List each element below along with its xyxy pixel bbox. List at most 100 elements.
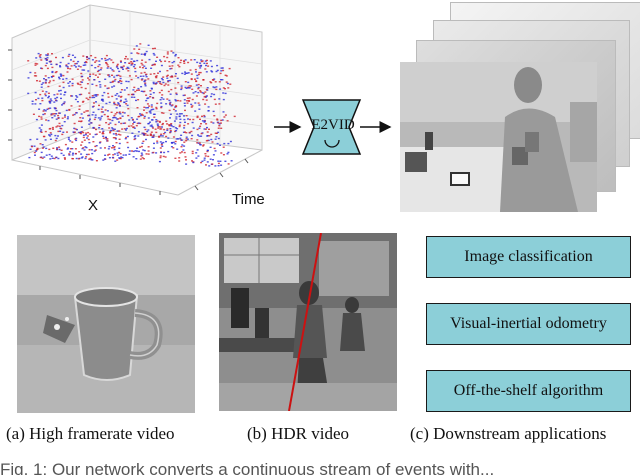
event-point [35, 75, 38, 77]
event-point [68, 154, 71, 156]
event-point [113, 147, 116, 149]
event-point [151, 64, 154, 66]
event-point [163, 55, 166, 58]
event-point [120, 80, 123, 82]
event-point [73, 122, 76, 125]
app-box-image-classification: Image classification [426, 236, 631, 278]
event-point [42, 82, 45, 84]
event-point [70, 105, 73, 107]
event-point [100, 111, 103, 113]
event-point [224, 74, 227, 76]
event-point [114, 113, 117, 115]
event-point [104, 59, 107, 62]
event-point [157, 80, 160, 83]
event-point [33, 151, 36, 154]
event-point [33, 145, 36, 147]
event-point [111, 95, 114, 98]
event-point [136, 107, 139, 109]
event-point [116, 65, 119, 67]
event-point [104, 154, 107, 156]
event-point [122, 154, 125, 156]
event-point [187, 123, 190, 125]
event-point [210, 93, 213, 95]
event-point [88, 57, 91, 60]
event-point [203, 121, 206, 123]
event-point [151, 119, 154, 121]
event-point [62, 86, 65, 89]
event-point [29, 148, 32, 150]
event-point [80, 157, 83, 159]
event-point [155, 108, 158, 110]
event-point [149, 125, 152, 127]
event-point [162, 122, 164, 125]
event-point [37, 97, 40, 100]
event-point [74, 98, 77, 101]
event-point [204, 96, 207, 98]
event-point [120, 99, 122, 102]
event-point [99, 69, 102, 71]
event-point [86, 137, 89, 139]
event-point [80, 72, 83, 75]
event-point [119, 60, 122, 62]
event-point [83, 61, 86, 64]
event-point [111, 74, 113, 76]
axis-ticks [8, 49, 249, 195]
event-point [91, 159, 94, 161]
event-point [112, 80, 115, 83]
event-point [120, 61, 122, 63]
event-point [90, 158, 93, 161]
event-point [58, 85, 61, 87]
event-point [169, 93, 172, 95]
event-point [92, 111, 95, 113]
event-point [100, 58, 103, 60]
event-point [214, 103, 217, 105]
event-point [107, 87, 110, 89]
event-point [215, 88, 218, 91]
event-point [143, 65, 146, 67]
event-point [114, 137, 117, 139]
event-point [191, 88, 194, 90]
event-point [125, 129, 127, 131]
event-point [64, 91, 67, 94]
event-point [31, 103, 34, 105]
event-point [53, 94, 56, 96]
event-point [66, 148, 69, 150]
event-point [43, 156, 46, 158]
event-point [140, 53, 143, 55]
event-point [111, 81, 114, 83]
event-point [88, 120, 91, 122]
event-point [179, 100, 182, 102]
event-point [82, 55, 85, 57]
event-point [56, 96, 59, 99]
event-point [136, 52, 139, 54]
event-point [72, 114, 75, 116]
event-point [113, 101, 116, 104]
event-point [180, 87, 183, 89]
event-point [127, 80, 130, 83]
event-point [45, 154, 48, 156]
event-point [203, 96, 206, 98]
event-point [78, 105, 81, 107]
event-point [156, 120, 159, 122]
event-point [139, 66, 141, 68]
event-point [141, 59, 144, 61]
event-point [116, 111, 118, 114]
event-point [71, 54, 74, 56]
event-point [183, 145, 186, 147]
event-point [42, 110, 45, 112]
event-point [85, 146, 88, 149]
event-point [187, 81, 190, 84]
event-point [79, 117, 82, 119]
event-point [167, 150, 170, 153]
event-point [200, 60, 203, 63]
event-point [78, 151, 81, 153]
event-point [147, 107, 149, 109]
event-point [91, 114, 94, 116]
event-point [227, 87, 230, 89]
event-point [142, 133, 145, 135]
event-point [134, 137, 137, 140]
event-point [174, 143, 177, 145]
event-point [57, 157, 60, 160]
event-point [216, 119, 219, 121]
event-point [118, 138, 121, 140]
